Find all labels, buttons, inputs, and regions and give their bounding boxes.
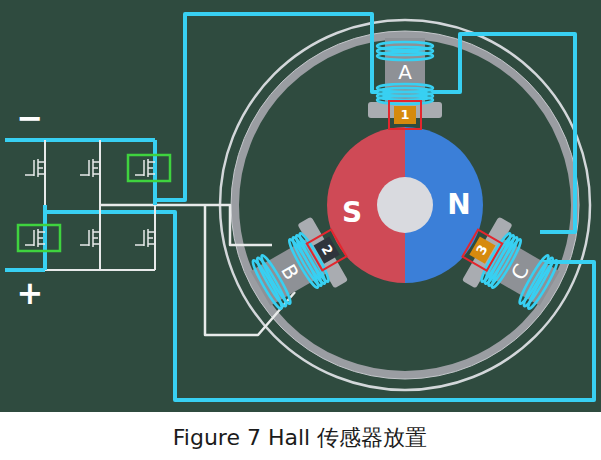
- wires: [45, 14, 594, 400]
- phase-letter: C: [508, 261, 532, 283]
- magnet-pole: N: [447, 191, 470, 219]
- rail-sign: −: [17, 102, 44, 134]
- inverter-bridge: [5, 140, 170, 270]
- sensor-number: 2: [319, 242, 337, 257]
- yoke-edge: [231, 31, 579, 379]
- sensor-number: 1: [400, 107, 409, 122]
- hall-sensor: 2: [314, 236, 340, 263]
- mosfet-symbol: [25, 229, 45, 247]
- highlight-box: [18, 225, 60, 251]
- rail-sign: +: [17, 277, 44, 309]
- mosfet-symbol: [135, 229, 155, 247]
- sensor-number: 3: [474, 242, 492, 257]
- hall-sensor: 3: [470, 236, 496, 263]
- stator-yoke: [235, 35, 575, 375]
- phase-letter: B: [278, 261, 302, 283]
- magnet-pole: S: [342, 199, 362, 227]
- caption-ground: [0, 412, 601, 460]
- rotor: [327, 127, 483, 283]
- stator-outline: [220, 20, 590, 390]
- hall-sensor: 1: [394, 106, 415, 124]
- mosfet-symbol: [135, 159, 155, 177]
- mosfet-symbol: [25, 159, 45, 177]
- phase-letter: A: [398, 62, 412, 82]
- mosfet-symbol: [80, 159, 100, 177]
- highlight-box: [128, 155, 170, 181]
- chalkboard: [0, 0, 601, 412]
- figure-caption: Figure 7 Hall 传感器放置: [173, 427, 427, 449]
- mosfet-symbol: [80, 229, 100, 247]
